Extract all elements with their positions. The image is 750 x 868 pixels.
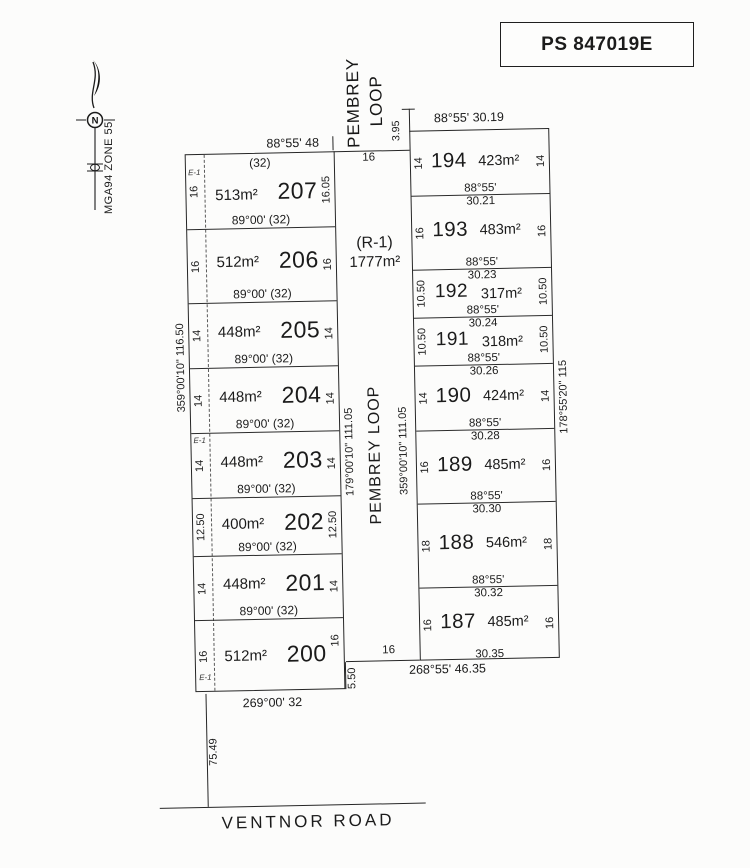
lot-area: 448m² <box>222 575 266 594</box>
south-boundary-bearing: 269°00' 32 <box>242 695 303 711</box>
road-west-bearing: 179°00'10" 111.05 <box>342 407 357 496</box>
lot-number: 203 <box>282 446 323 474</box>
lot-area: 485m² <box>487 613 529 631</box>
lot-bottom-bearing: 89°00' (32) <box>231 212 291 228</box>
lot-number: 207 <box>277 177 318 205</box>
lot-bottom-bearing: 89°00' (32) <box>235 416 295 432</box>
north-boundary-bearing: 88°55' 48 <box>266 135 320 151</box>
lot-187: 30.32 16 187 485m² 16 30.35 <box>419 584 559 662</box>
lot-area: 448m² <box>217 323 261 341</box>
lot-number: 205 <box>279 316 321 344</box>
lot-bottom-bearing: 89°00' (32) <box>239 603 299 619</box>
plan-number: PS 847019E <box>541 33 653 55</box>
reserve-label: (R-1) <box>356 234 393 252</box>
lot-side-dim: 16 <box>329 633 342 647</box>
lot-number: 201 <box>285 568 326 596</box>
road-width-top: 16 <box>362 151 376 164</box>
lot-top-width: 30.30 <box>472 502 502 516</box>
lot-number: 202 <box>283 508 325 535</box>
road-name-mid: PEMBREY LOOP <box>365 385 386 526</box>
lot-207: E-1 (32) 16 513m² 207 16.05 89°00' (32) <box>186 152 335 229</box>
reserve-area: 1777m² <box>349 252 401 271</box>
lot-bottom-bearing: 89°00' (32) <box>238 539 297 555</box>
lot-191: 30.24 10.50 191 318m² 10.50 88°55' <box>413 314 553 366</box>
lot-189: 30.28 16 189 485m² 16 88°55' <box>416 427 556 504</box>
lot-top-width: 30.21 <box>466 195 496 208</box>
lot-number: 204 <box>281 381 322 409</box>
plan-number-box: PS 847019E <box>500 22 694 67</box>
lot-area: 423m² <box>478 152 520 170</box>
lot-203: E-1 14 448m² 203 14 89°00' (32) <box>191 430 341 499</box>
lot-area: 448m² <box>220 453 264 471</box>
lot-number: 187 <box>439 609 477 634</box>
lot-bottom-bearing: 89°00' (32) <box>237 481 296 497</box>
lot-number: 191 <box>435 328 470 351</box>
lot-area: 512m² <box>216 253 260 271</box>
lot-number: 190 <box>435 383 472 408</box>
corner-tick <box>332 136 334 151</box>
lot-number: 189 <box>436 452 474 477</box>
lot-number: 193 <box>432 217 469 242</box>
east-boundary-bearing: 178°55'20" 115 <box>556 360 571 435</box>
right-lot-block: 14 194 423m² 14 88°55' 30.21 16 193 483m… <box>409 127 560 662</box>
right-block-top-bearing: 88°55' 30.19 <box>433 109 505 126</box>
road-east-bearing: 359°00'10" 111.05 <box>396 406 411 495</box>
lot-side-dim: 16 <box>197 650 210 664</box>
lot-number: 200 <box>286 639 327 667</box>
lot-top-width: 30.28 <box>470 429 500 443</box>
lot-area: 318m² <box>481 333 524 351</box>
lot-bottom-width: 30.35 <box>475 647 505 661</box>
road-south-offset: 5.50 <box>345 667 359 689</box>
west-boundary-bearing: 359°00'10" 116.50 <box>174 322 188 413</box>
lot-area: 485m² <box>484 456 526 473</box>
lot-area: 546m² <box>485 534 528 552</box>
left-lot-block: E-1 (32) 16 513m² 207 16.05 89°00' (32) … <box>184 151 346 694</box>
road-width-bottom: 16 <box>382 644 396 657</box>
lot-200: E-1 16 512m² 200 16 <box>194 617 345 694</box>
north-arrow-group: N <box>70 50 130 225</box>
lot-204: 14 448m² 204 14 89°00' (32) <box>189 365 340 434</box>
lot-206: 16 512m² 206 16 89°00' (32) <box>187 226 337 304</box>
lot-201: 14 448m² 201 14 89°00' (32) <box>193 553 343 621</box>
lot-top-width: 30.32 <box>474 586 504 600</box>
ventnor-road-name: VENTNOR ROAD <box>221 810 395 833</box>
lot-top-width: 30.26 <box>469 365 499 378</box>
lot-area: 512m² <box>224 647 268 666</box>
road-east-boundary-upper <box>408 108 411 132</box>
lot-area: 513m² <box>215 186 258 205</box>
north-arrow-icon: N <box>76 60 115 210</box>
lot-bottom-bearing: 89°00' (32) <box>234 351 294 367</box>
lot-area: 317m² <box>480 285 523 303</box>
lot-205: 14 448m² 205 14 89°00' (32) <box>188 300 338 369</box>
road-name-pembrey: PEMBREY <box>342 57 364 149</box>
lot-number: 206 <box>278 246 319 273</box>
lot-area: 483m² <box>479 221 521 239</box>
corner-tick <box>401 108 415 110</box>
lot-number: 194 <box>430 148 467 173</box>
lot-top-width: (32) <box>249 155 271 170</box>
lot-188: 30.30 18 188 546m² 18 88°55' <box>417 500 558 588</box>
lot-area: 400m² <box>221 514 265 533</box>
road-name-loop: LOOP <box>366 74 387 127</box>
lot-area: 424m² <box>482 387 525 405</box>
south-east-boundary-bearing: 268°55' 46.35 <box>408 661 487 677</box>
lot-193: 30.21 16 193 483m² 16 88°55' <box>411 192 551 270</box>
svg-text:N: N <box>92 116 99 127</box>
lot-area: 448m² <box>219 388 262 406</box>
lot-190: 30.26 14 190 424m² 14 88°55' <box>414 362 555 431</box>
ventnor-road-line <box>159 802 426 809</box>
lot-194: 14 194 423m² 14 88°55' <box>410 129 549 196</box>
lot-number: 192 <box>434 280 469 303</box>
road-north-offset: 3.95 <box>390 120 403 142</box>
lot-202: 12.50 400m² 202 12.50 89°00' (32) <box>192 495 342 557</box>
frontage-dimension: 75.49 <box>207 737 220 766</box>
lot-192: 30.23 10.50 192 317m² 10.50 88°55' <box>413 266 552 318</box>
lot-bottom-bearing: 89°00' (32) <box>233 286 292 302</box>
lot-number: 188 <box>438 530 475 555</box>
